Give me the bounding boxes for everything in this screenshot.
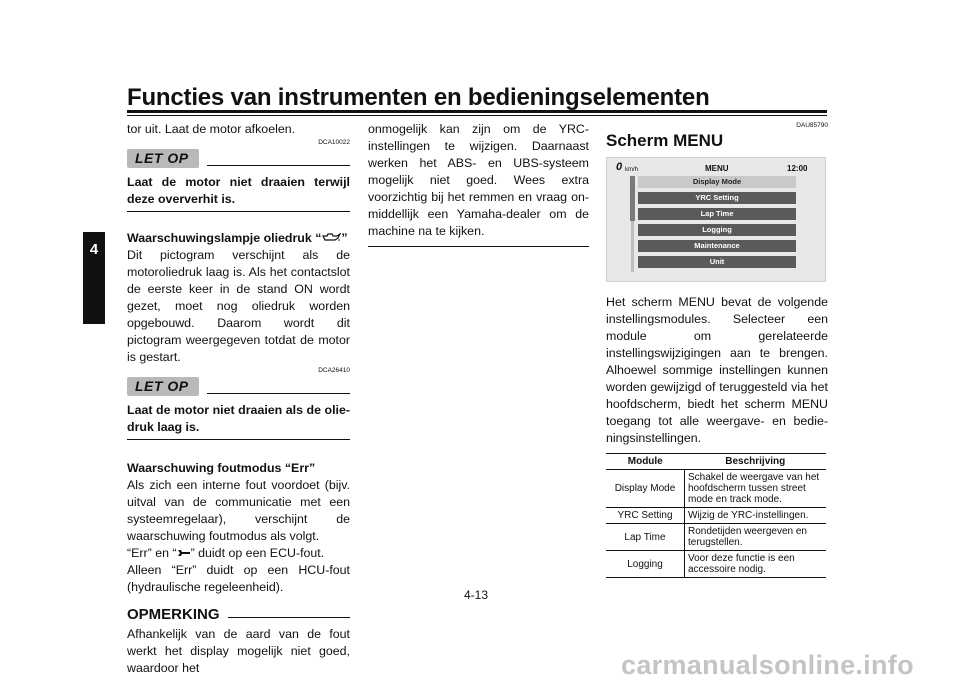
oil-pressure-heading: Waarschuwingslampje oliedruk “”	[127, 230, 350, 247]
table-cell-description: Wijzig de YRC-instellingen.	[684, 507, 826, 524]
column-1: tor uit. Laat de motor afkoelen. DCA1002…	[127, 121, 350, 677]
error-line-ecu: “Err” en “” duidt op een ECU-fout.	[127, 545, 350, 562]
clock-readout: 12:00	[787, 164, 808, 173]
caution-text: Laat de motor niet draaien terwijl deze …	[127, 174, 350, 212]
note-label: OPMERKING	[127, 606, 220, 624]
scrollbar-thumb	[630, 176, 635, 221]
page-header-title: Functies van instrumenten en bedieningse…	[127, 84, 710, 111]
oil-pressure-text: Dit pictogram verschijnt als de motoroli…	[127, 248, 350, 365]
table-header: Beschrijving	[684, 453, 826, 470]
column-3: DAU85790 Scherm MENU 0 km/h MENU 12:00 D…	[606, 121, 828, 578]
caution-heading: LET OP	[127, 149, 350, 168]
note-end-rule	[368, 246, 589, 247]
table-cell-description: Rondetijden weergeven en terugstellen.	[684, 523, 826, 551]
screen-title: MENU	[705, 164, 729, 173]
table-cell-module: Logging	[606, 550, 685, 578]
caution-label: LET OP	[127, 149, 199, 168]
error-mode-heading: Waarschuwing foutmodus “Err”	[127, 461, 316, 476]
menu-item-yrc-setting: YRC Setting	[638, 192, 796, 204]
doc-code: DCA10022	[318, 139, 350, 146]
wrench-icon	[177, 545, 191, 562]
page-number: 4-13	[464, 588, 489, 602]
doc-code: DAU85790	[796, 122, 828, 129]
table-cell-description: Schakel de weergave van het hoofdscherm …	[684, 469, 826, 508]
chapter-number: 4	[89, 241, 99, 258]
doc-code: DCA26410	[318, 367, 350, 375]
table-row: YRC Setting Wijzig de YRC-instellingen.	[606, 507, 826, 524]
watermark: carmanualsonline.info	[621, 650, 914, 680]
table-row: Logging Voor deze functie is een accesso…	[606, 550, 826, 578]
caution-heading: LET OP	[127, 377, 350, 397]
column-2: onmogelijk kan zijn om de YRC-instelling…	[368, 121, 589, 247]
caution-rule	[206, 165, 350, 166]
oil-can-icon	[321, 230, 342, 247]
menu-item-maintenance: Maintenance	[638, 240, 796, 252]
note-rule	[227, 617, 350, 619]
speed-readout: 0	[616, 161, 623, 173]
module-table: Module Beschrijving Display Mode Schakel…	[606, 453, 826, 578]
table-cell-module: Lap Time	[606, 523, 685, 551]
note-text-continued: onmogelijk kan zijn om de YRC-instelling…	[368, 122, 589, 238]
table-header: Module	[606, 453, 685, 470]
table-cell-description: Voor deze functie is een accessoire nodi…	[684, 550, 826, 578]
caution-text: Laat de motor niet draaien als de olie­d…	[127, 402, 350, 441]
menu-screen-illustration: 0 km/h MENU 12:00 Display Mode YRC Setti…	[606, 157, 826, 282]
caution-label: LET OP	[127, 377, 199, 397]
table-header-row: Module Beschrijving	[606, 453, 826, 470]
section-title: Scherm MENU	[606, 131, 724, 150]
menu-item-logging: Logging	[638, 224, 796, 236]
header-rule-thin	[127, 115, 827, 116]
menu-item-unit: Unit	[638, 256, 796, 268]
table-row: Display Mode Schakel de weergave van het…	[606, 469, 826, 508]
menu-item-display-mode: Display Mode	[638, 176, 796, 188]
note-heading: OPMERKING	[127, 606, 350, 623]
table-cell-module: Display Mode	[606, 469, 685, 508]
table-row: Lap Time Rondetijden weergeven en terugs…	[606, 523, 826, 551]
caution-rule	[206, 393, 350, 395]
scrollbar-track	[631, 176, 634, 272]
note-text: Afhankelijk van de aard van de fout werk…	[127, 627, 350, 676]
intro-text: tor uit. Laat de motor afkoelen.	[127, 122, 296, 136]
menu-item-lap-time: Lap Time	[638, 208, 796, 220]
menu-description: Het scherm MENU bevat de volgende in­ste…	[606, 295, 828, 445]
error-line-hcu: Alleen “Err” duidt op een HCU-fout (hydr…	[127, 563, 350, 595]
chapter-tab	[83, 232, 105, 324]
table-cell-module: YRC Setting	[606, 507, 685, 524]
error-mode-text: Als zich een interne fout voordoet (bijv…	[127, 478, 350, 544]
header-rule	[127, 110, 827, 113]
speed-unit: km/h	[625, 167, 639, 173]
